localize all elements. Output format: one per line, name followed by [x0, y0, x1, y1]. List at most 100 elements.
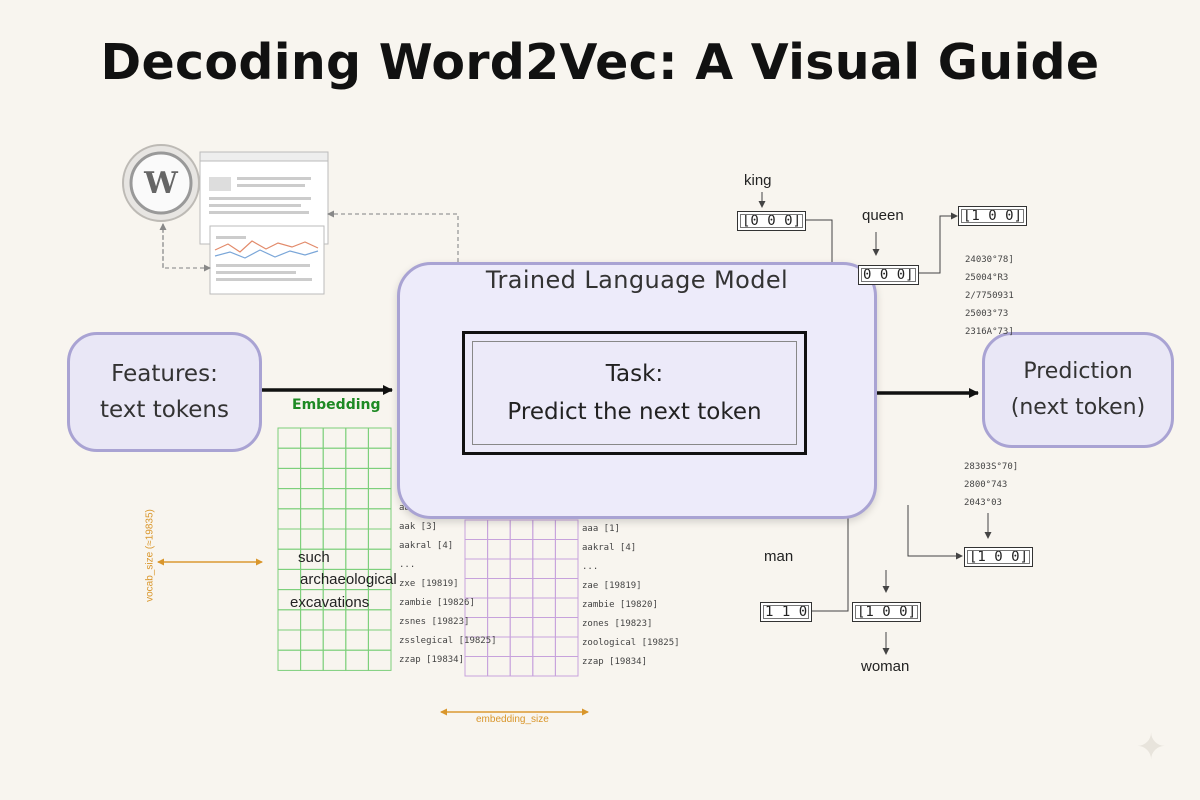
- grid-cell: [464, 539, 489, 560]
- grid-cell: [554, 636, 579, 657]
- grid-cell: [322, 447, 347, 469]
- grid-cell: [300, 649, 324, 671]
- vector-king: [0 0 0]: [737, 211, 807, 231]
- embedding-grid-purple: [464, 519, 579, 677]
- number-item: 2043°03: [964, 498, 1002, 508]
- grid-cell: [345, 467, 369, 490]
- task-box: Task: Predict the next token: [462, 331, 807, 455]
- features-line-1: Features:: [111, 361, 218, 387]
- grid-word-3: excavations: [290, 594, 370, 611]
- grid-cell: [464, 519, 489, 540]
- prediction-line-2: (next token): [1010, 395, 1146, 420]
- features-box: Features: text tokens: [67, 332, 262, 452]
- vector-woman: [1 0 0]: [852, 602, 922, 622]
- wikipedia-illustration: [122, 144, 329, 295]
- grid-cell: [487, 539, 511, 560]
- grid-cell: [300, 467, 324, 490]
- grid-cell: [532, 539, 556, 560]
- vocab-list-item: aak [3]: [399, 522, 437, 532]
- wikipedia-logo-letter: W: [144, 165, 178, 201]
- page-title: Decoding Word2Vec: A Visual Guide: [100, 34, 1100, 91]
- grid-cell: [300, 609, 324, 631]
- grid-cell: [464, 558, 489, 579]
- grid-cell: [277, 609, 302, 631]
- vocab-list-item: zzap [19834]: [582, 657, 648, 667]
- grid-cell: [464, 578, 489, 599]
- grid-cell: [300, 528, 324, 550]
- grid-cell: [277, 488, 302, 510]
- grid-cell: [532, 617, 556, 638]
- grid-cell: [322, 609, 347, 631]
- grid-cell: [554, 539, 579, 560]
- sparkle-icon: ✦: [1136, 727, 1167, 768]
- grid-cell: [509, 519, 534, 540]
- features-line-2: text tokens: [99, 397, 229, 423]
- vocab-axis-label: vocab_size (≈19835): [144, 509, 156, 602]
- grid-cell: [367, 488, 392, 510]
- vector-queen: 0 0 0]: [858, 265, 919, 285]
- grid-cell: [487, 656, 511, 677]
- grid-cell: [532, 636, 556, 657]
- number-item: 24030°78]: [965, 255, 1014, 265]
- grid-cell: [487, 558, 511, 579]
- vector-top-right: [1 0 0]: [958, 206, 1028, 226]
- grid-cell: [277, 467, 302, 490]
- grid-cell: [509, 578, 534, 599]
- grid-cell: [487, 617, 511, 638]
- grid-cell: [367, 609, 392, 631]
- prediction-line-1: Prediction: [1023, 359, 1133, 384]
- grid-cell: [300, 488, 324, 510]
- embedding-label: Embedding: [292, 397, 381, 413]
- grid-cell: [464, 656, 489, 677]
- grid-cell: [509, 597, 534, 618]
- grid-cell: [322, 528, 347, 550]
- vocab-list-item: zsslegical [19825]: [399, 636, 497, 646]
- grid-cell: [554, 558, 579, 579]
- grid-cell: [367, 447, 392, 469]
- vocab-list-item: zzap [19834]: [399, 655, 465, 665]
- grid-cell: [277, 568, 302, 591]
- grid-cell: [554, 578, 579, 599]
- word-king: king: [744, 172, 772, 189]
- vector-man: 1 1 0: [760, 602, 813, 622]
- grid-cell: [345, 427, 369, 449]
- vocab-list-item: zones [19823]: [582, 619, 653, 629]
- grid-cell: [509, 636, 534, 657]
- grid-cell: [509, 539, 534, 560]
- grid-cell: [277, 649, 302, 671]
- vocab-list-item: zambie [19826]: [399, 598, 475, 608]
- grid-cell: [300, 508, 324, 530]
- grid-cell: [345, 629, 369, 651]
- grid-cell: [367, 548, 392, 570]
- prediction-box: Prediction (next token): [982, 332, 1174, 448]
- grid-cell: [532, 519, 556, 540]
- grid-cell: [300, 427, 324, 449]
- grid-cell: [322, 508, 347, 530]
- vector-mid-right: [1 0 0]: [964, 547, 1034, 567]
- grid-cell: [509, 558, 534, 579]
- number-item: 25003°73: [965, 309, 1009, 319]
- model-title: Trained Language Model: [485, 266, 789, 294]
- word-queen: queen: [862, 207, 904, 224]
- grid-cell: [345, 649, 369, 671]
- grid-cell: [532, 558, 556, 579]
- grid-cell: [277, 447, 302, 469]
- number-item: 2316A°73]: [965, 327, 1014, 337]
- vocab-list-item: aa: [399, 503, 410, 513]
- vocab-list-item: ...: [399, 560, 416, 570]
- grid-cell: [554, 519, 579, 540]
- grid-cell: [277, 508, 302, 530]
- grid-cell: [367, 427, 392, 449]
- vocab-list-item: zambie [19820]: [582, 600, 658, 610]
- grid-cell: [487, 597, 511, 618]
- grid-cell: [345, 548, 369, 570]
- grid-cell: [345, 528, 369, 550]
- grid-cell: [367, 528, 392, 550]
- grid-cell: [532, 597, 556, 618]
- grid-cell: [277, 528, 302, 550]
- grid-cell: [509, 656, 534, 677]
- grid-cell: [322, 467, 347, 490]
- grid-cell: [367, 467, 392, 490]
- vocab-list-item: zxe [19819]: [399, 579, 459, 589]
